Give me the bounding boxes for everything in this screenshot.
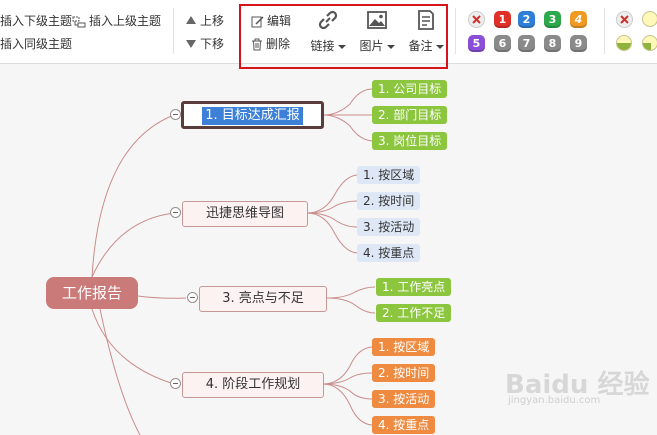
delete-button[interactable]: 删除 bbox=[251, 37, 290, 51]
selected-topic-text[interactable]: 1. 目标达成汇报 bbox=[202, 107, 303, 125]
connector-lines bbox=[91, 88, 376, 435]
priority-4-button[interactable]: 4 bbox=[570, 11, 587, 28]
subtopic[interactable]: 2. 按时间 bbox=[357, 192, 421, 210]
collapse-toggle[interactable] bbox=[187, 292, 198, 303]
priority-7-button[interactable]: 7 bbox=[518, 35, 535, 52]
subtopic[interactable]: 1. 按区域 bbox=[357, 166, 421, 184]
subtopic[interactable]: 1. 工作亮点 bbox=[376, 278, 452, 296]
toolbar-separator bbox=[604, 8, 605, 54]
main-topic-mindmap[interactable]: 迅捷思维导图 bbox=[182, 201, 308, 227]
clear-progress-button[interactable] bbox=[616, 11, 633, 28]
clear-priority-button[interactable] bbox=[468, 11, 485, 28]
subtopic[interactable]: 3. 按活动 bbox=[357, 218, 421, 236]
arrow-down-icon bbox=[186, 40, 196, 48]
edit-button[interactable]: 编辑 bbox=[251, 14, 291, 28]
edit-icon bbox=[251, 16, 264, 28]
chevron-down-icon bbox=[386, 44, 395, 49]
edit-label: 编辑 bbox=[267, 14, 292, 28]
move-up-label: 上移 bbox=[200, 14, 225, 28]
progress-quarter-icon[interactable] bbox=[642, 35, 657, 51]
subtopic[interactable]: 2. 部门目标 bbox=[372, 106, 448, 124]
main-topic-highlights[interactable]: 3. 亮点与不足 bbox=[199, 286, 327, 312]
watermark: Baidu 经验 bbox=[505, 370, 650, 400]
main-topic-goal-report[interactable]: 1. 目标达成汇报 bbox=[181, 101, 324, 129]
trash-icon bbox=[252, 38, 262, 51]
priority-5-button[interactable]: 5 bbox=[468, 35, 485, 52]
priority-6-button[interactable]: 6 bbox=[494, 35, 511, 52]
move-down-label: 下移 bbox=[200, 37, 225, 51]
collapse-toggle[interactable] bbox=[170, 207, 181, 218]
chevron-down-icon bbox=[337, 44, 346, 49]
toolbar: 插入下级主题 插入上级主题 插入同级主题 上移 下移 编辑 删除 bbox=[0, 0, 657, 69]
priority-1-button[interactable]: 1 bbox=[494, 11, 511, 28]
insert-parent-icon bbox=[72, 16, 86, 27]
subtopic[interactable]: 2. 工作不足 bbox=[376, 304, 452, 322]
link-button[interactable]: 链接 bbox=[308, 9, 348, 54]
watermark-url: jingyan.baidu.com bbox=[508, 395, 601, 406]
move-down-button[interactable]: 下移 bbox=[186, 37, 224, 51]
move-up-button[interactable]: 上移 bbox=[186, 14, 224, 28]
subtopic[interactable]: 2. 按时间 bbox=[372, 364, 436, 382]
insert-child-label: 插入下级主题 bbox=[0, 14, 73, 28]
toolbar-separator bbox=[173, 8, 174, 54]
link-icon bbox=[318, 10, 338, 30]
highlight-box bbox=[239, 4, 448, 69]
collapse-toggle[interactable] bbox=[170, 378, 181, 389]
subtopic[interactable]: 1. 公司目标 bbox=[372, 80, 448, 98]
main-topic-work-plan[interactable]: 4. 阶段工作规划 bbox=[182, 372, 324, 398]
priority-9-button[interactable]: 9 bbox=[570, 35, 587, 52]
note-icon bbox=[418, 10, 434, 30]
close-icon bbox=[620, 15, 629, 24]
image-icon bbox=[367, 11, 387, 29]
insert-child-button[interactable]: 插入下级主题 bbox=[0, 14, 72, 28]
progress-empty-icon[interactable] bbox=[642, 11, 657, 27]
arrow-up-icon bbox=[186, 16, 196, 24]
priority-2-button[interactable]: 2 bbox=[518, 11, 535, 28]
delete-label: 删除 bbox=[266, 37, 291, 51]
subtopic[interactable]: 3. 岗位目标 bbox=[372, 132, 448, 150]
root-topic[interactable]: 工作报告 bbox=[46, 277, 138, 309]
collapse-toggle[interactable] bbox=[170, 109, 181, 120]
priority-8-button[interactable]: 8 bbox=[544, 35, 561, 52]
image-button[interactable]: 图片 bbox=[356, 9, 398, 54]
progress-half-icon[interactable] bbox=[616, 35, 632, 51]
note-button[interactable]: 备注 bbox=[406, 9, 446, 54]
subtopic[interactable]: 4. 按重点 bbox=[372, 416, 436, 434]
priority-3-button[interactable]: 3 bbox=[544, 11, 561, 28]
note-label: 备注 bbox=[408, 39, 433, 53]
subtopic[interactable]: 1. 按区域 bbox=[372, 338, 436, 356]
insert-sibling-button[interactable]: 插入同级主题 bbox=[0, 37, 72, 51]
insert-parent-label: 插入上级主题 bbox=[89, 14, 162, 28]
mindmap-canvas[interactable]: 工作报告 1. 目标达成汇报 1. 公司目标 2. 部门目标 3. 岗位目标 迅… bbox=[0, 64, 657, 435]
subtopic[interactable]: 4. 按重点 bbox=[357, 244, 421, 262]
insert-sibling-label: 插入同级主题 bbox=[0, 37, 73, 51]
toolbar-separator bbox=[455, 8, 456, 54]
insert-parent-button[interactable]: 插入上级主题 bbox=[72, 14, 161, 28]
close-icon bbox=[472, 15, 481, 24]
subtopic[interactable]: 3. 按活动 bbox=[372, 390, 436, 408]
image-label: 图片 bbox=[359, 39, 384, 53]
chevron-down-icon bbox=[435, 44, 444, 49]
link-label: 链接 bbox=[310, 39, 335, 53]
